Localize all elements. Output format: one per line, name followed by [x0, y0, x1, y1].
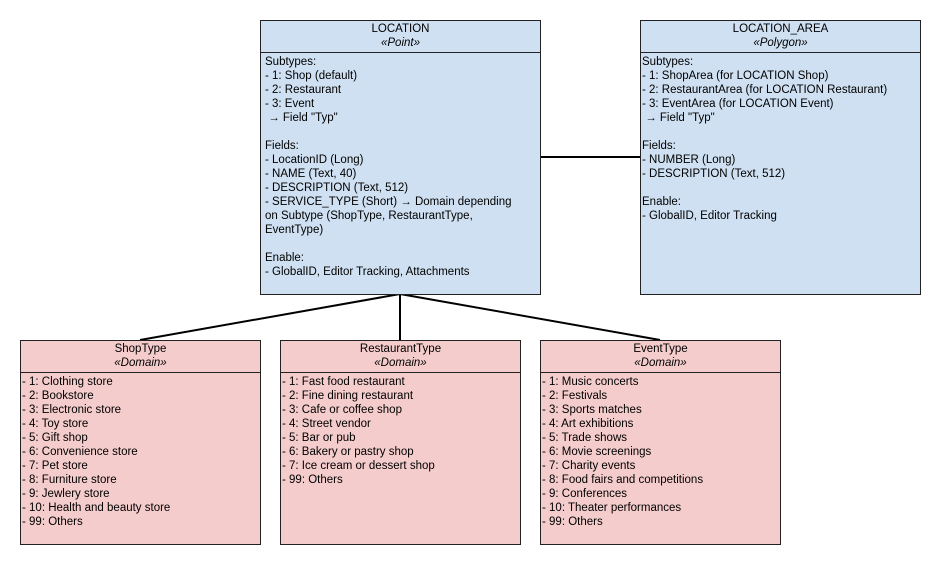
- eventtype-domain-stereotype: «Domain»: [634, 357, 687, 369]
- location-line: - 2: Restaurant: [265, 84, 342, 96]
- eventtype-domain-box[interactable]: EventType «Domain» - 1: Music concerts -…: [540, 340, 781, 545]
- restauranttype-value: - 99: Others: [282, 474, 343, 486]
- location-area-line: - 3: EventArea (for LOCATION Event): [642, 98, 834, 110]
- shoptype-value: - 99: Others: [22, 516, 83, 528]
- eventtype-value: - 99: Others: [542, 516, 603, 528]
- location-area-class-box[interactable]: LOCATION_AREA «Polygon» Subtypes: - 1: S…: [640, 20, 921, 295]
- location-area-class-title: LOCATION_AREA: [732, 23, 829, 35]
- location-area-line: Fields:: [642, 140, 676, 152]
- eventtype-value: - 2: Festivals: [542, 390, 608, 402]
- location-area-class-stereotype: «Polygon»: [753, 37, 808, 49]
- location-area-line: - GlobalID, Editor Tracking: [642, 210, 777, 222]
- location-line: → Field "Typ": [265, 112, 338, 124]
- location-area-class-header: LOCATION_AREA «Polygon»: [641, 21, 920, 53]
- restauranttype-value: - 3: Cafe or coffee shop: [282, 404, 402, 416]
- connector-location-to-shoptype: [139, 293, 401, 341]
- location-line: [265, 125, 536, 139]
- restauranttype-domain-stereotype: «Domain»: [374, 357, 427, 369]
- shoptype-value: - 4: Toy store: [22, 418, 89, 430]
- restauranttype-value: - 7: Ice cream or dessert shop: [282, 460, 435, 472]
- shoptype-value: - 10: Health and beauty store: [22, 502, 171, 514]
- eventtype-value: - 5: Trade shows: [542, 432, 628, 444]
- location-area-line: [642, 125, 916, 139]
- location-area-line: Enable:: [642, 196, 682, 208]
- location-area-class-body: Subtypes: - 1: ShopArea (for LOCATION Sh…: [641, 53, 920, 225]
- location-line: - GlobalID, Editor Tracking, Attachments: [265, 266, 470, 278]
- location-line: - 3: Event: [265, 98, 315, 110]
- shoptype-domain-body: - 1: Clothing store - 2: Bookstore - 3: …: [21, 373, 260, 531]
- eventtype-value: - 6: Movie screenings: [542, 446, 652, 458]
- location-line: - 1: Shop (default): [265, 70, 358, 82]
- eventtype-value: - 3: Sports matches: [542, 404, 642, 416]
- location-class-header: LOCATION «Point»: [261, 21, 540, 53]
- shoptype-domain-box[interactable]: ShopType «Domain» - 1: Clothing store - …: [20, 340, 261, 545]
- location-line: - LocationID (Long): [265, 154, 364, 166]
- eventtype-value: - 1: Music concerts: [542, 376, 639, 388]
- restauranttype-domain-box[interactable]: RestaurantType «Domain» - 1: Fast food r…: [280, 340, 521, 545]
- location-line: - NAME (Text, 40): [265, 168, 357, 180]
- location-line: - DESCRIPTION (Text, 512): [265, 182, 409, 194]
- shoptype-value: - 3: Electronic store: [22, 404, 122, 416]
- eventtype-value: - 10: Theater performances: [542, 502, 682, 514]
- connector-location-to-eventtype: [399, 293, 661, 341]
- eventtype-value: - 9: Conferences: [542, 488, 628, 500]
- shoptype-value: - 6: Convenience store: [22, 446, 138, 458]
- restauranttype-value: - 2: Fine dining restaurant: [282, 390, 414, 402]
- restauranttype-value: - 6: Bakery or pastry shop: [282, 446, 414, 458]
- shoptype-domain-title: ShopType: [114, 343, 167, 355]
- location-area-line: - 1: ShopArea (for LOCATION Shop): [642, 70, 829, 82]
- restauranttype-domain-title: RestaurantType: [359, 343, 442, 355]
- eventtype-value: - 7: Charity events: [542, 460, 636, 472]
- location-area-line: - DESCRIPTION (Text, 512): [642, 168, 786, 180]
- restauranttype-value: - 4: Street vendor: [282, 418, 371, 430]
- location-line: Enable:: [265, 252, 305, 264]
- location-line: Fields:: [265, 140, 299, 152]
- eventtype-domain-body: - 1: Music concerts - 2: Festivals - 3: …: [541, 373, 780, 531]
- shoptype-domain-stereotype: «Domain»: [114, 357, 167, 369]
- eventtype-domain-title: EventType: [633, 343, 688, 355]
- eventtype-domain-header: EventType «Domain»: [541, 341, 780, 373]
- location-area-line: [642, 181, 916, 195]
- location-line: Subtypes:: [265, 56, 317, 68]
- shoptype-value: - 9: Jewlery store: [22, 488, 110, 500]
- shoptype-value: - 1: Clothing store: [22, 376, 113, 388]
- location-area-line: - NUMBER (Long): [642, 154, 736, 166]
- restauranttype-domain-header: RestaurantType «Domain»: [281, 341, 520, 373]
- eventtype-value: - 8: Food fairs and competitions: [542, 474, 704, 486]
- shoptype-value: - 5: Gift shop: [22, 432, 88, 444]
- location-line: [265, 237, 536, 251]
- location-line: on Subtype (ShopType, RestaurantType,: [265, 210, 473, 222]
- location-line: EventType): [265, 224, 324, 236]
- restauranttype-value: - 5: Bar or pub: [282, 432, 356, 444]
- shoptype-domain-header: ShopType «Domain»: [21, 341, 260, 373]
- restauranttype-value: - 1: Fast food restaurant: [282, 376, 405, 388]
- location-line: - SERVICE_TYPE (Short) → Domain dependin…: [265, 196, 512, 208]
- location-class-stereotype: «Point»: [380, 37, 420, 49]
- restauranttype-domain-body: - 1: Fast food restaurant - 2: Fine dini…: [281, 373, 520, 489]
- location-class-title: LOCATION: [371, 23, 430, 35]
- shoptype-value: - 7: Pet store: [22, 460, 88, 472]
- shoptype-value: - 2: Bookstore: [22, 390, 94, 402]
- location-class-box[interactable]: LOCATION «Point» Subtypes: - 1: Shop (de…: [260, 20, 541, 295]
- location-area-line: - 2: RestaurantArea (for LOCATION Restau…: [642, 84, 888, 96]
- location-area-line: → Field "Typ": [642, 112, 715, 124]
- location-class-body: Subtypes: - 1: Shop (default) - 2: Resta…: [261, 53, 540, 281]
- eventtype-value: - 4: Art exhibitions: [542, 418, 634, 430]
- shoptype-value: - 8: Furniture store: [22, 474, 117, 486]
- location-area-line: Subtypes:: [642, 56, 694, 68]
